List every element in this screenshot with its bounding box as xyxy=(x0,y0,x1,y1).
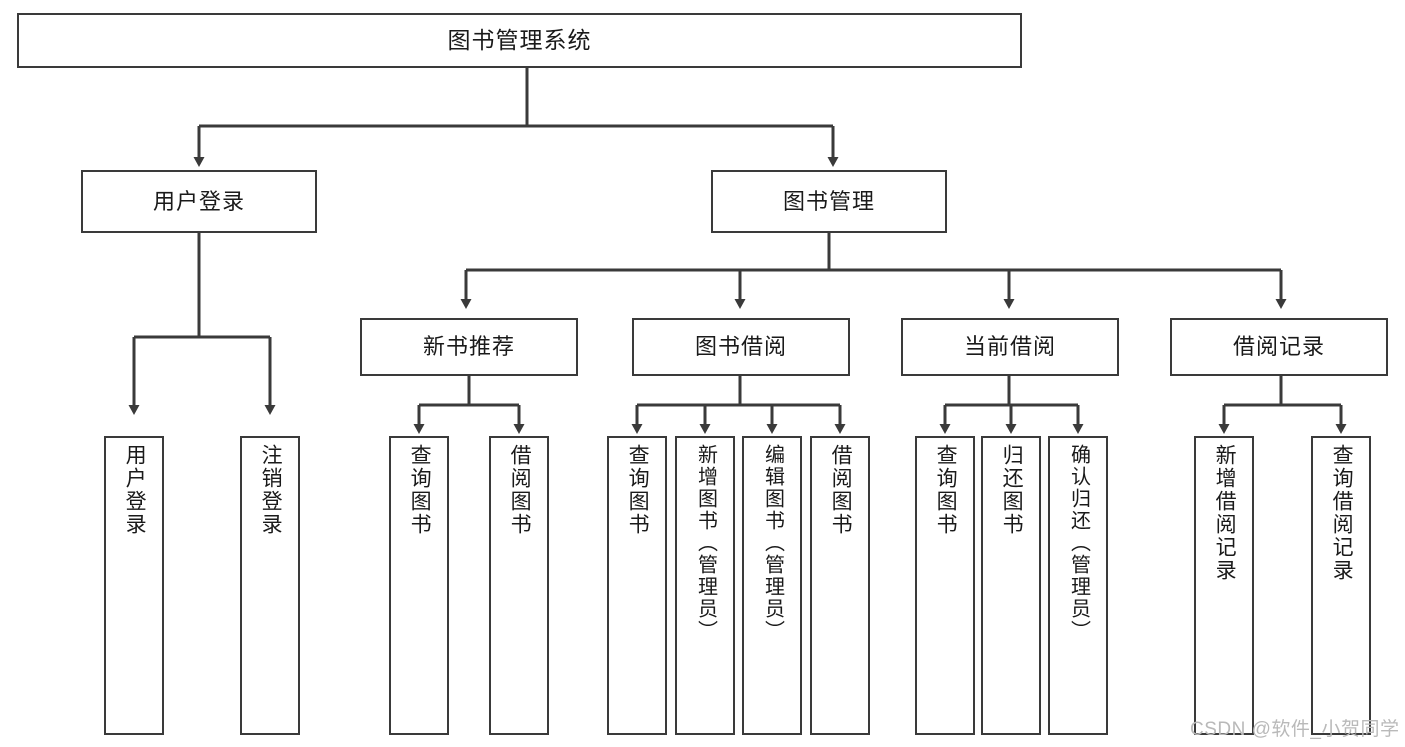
leaf-borrow-query-book[interactable]: 查询图书 xyxy=(607,436,667,735)
node-label: 图书借阅 xyxy=(694,334,787,360)
node-book-management[interactable]: 图书管理 xyxy=(711,170,947,233)
node-label: 借阅记录 xyxy=(1232,334,1325,360)
node-label: 新增图书（管理员） xyxy=(694,444,717,642)
leaf-current-confirm-return-admin[interactable]: 确认归还（管理员） xyxy=(1048,436,1108,735)
node-label: 借阅图书 xyxy=(508,444,532,536)
leaf-borrow-add-book-admin[interactable]: 新增图书（管理员） xyxy=(675,436,735,735)
node-label: 查询图书 xyxy=(626,444,650,536)
leaf-current-query-book[interactable]: 查询图书 xyxy=(915,436,975,735)
leaf-recommend-query-book[interactable]: 查询图书 xyxy=(389,436,449,735)
node-label: 新增借阅记录 xyxy=(1213,444,1237,582)
leaf-record-add-borrow-record[interactable]: 新增借阅记录 xyxy=(1194,436,1254,735)
node-root-book-management-system[interactable]: 图书管理系统 xyxy=(17,13,1022,68)
node-current-borrow[interactable]: 当前借阅 xyxy=(901,318,1119,376)
node-label: 归还图书 xyxy=(1000,444,1024,536)
node-book-borrow[interactable]: 图书借阅 xyxy=(632,318,850,376)
leaf-user-login[interactable]: 用户登录 xyxy=(104,436,164,735)
node-label: 确认归还（管理员） xyxy=(1067,444,1090,642)
leaf-borrow-edit-book-admin[interactable]: 编辑图书（管理员） xyxy=(742,436,802,735)
node-label: 用户登录 xyxy=(152,188,245,214)
node-new-book-recommend[interactable]: 新书推荐 xyxy=(360,318,578,376)
node-label: 当前借阅 xyxy=(963,334,1056,360)
node-label: 查询借阅记录 xyxy=(1330,444,1354,582)
node-label: 用户登录 xyxy=(123,444,147,536)
node-label: 查询图书 xyxy=(934,444,958,536)
node-label: 编辑图书（管理员） xyxy=(761,444,784,642)
leaf-logout[interactable]: 注销登录 xyxy=(240,436,300,735)
leaf-recommend-borrow-book[interactable]: 借阅图书 xyxy=(489,436,549,735)
node-label: 图书管理 xyxy=(782,188,875,214)
leaf-record-query-borrow-record[interactable]: 查询借阅记录 xyxy=(1311,436,1371,735)
node-label: 注销登录 xyxy=(259,444,283,536)
leaf-borrow-borrow-book[interactable]: 借阅图书 xyxy=(810,436,870,735)
node-label: 新书推荐 xyxy=(422,334,515,360)
node-borrow-record[interactable]: 借阅记录 xyxy=(1170,318,1388,376)
node-label: 查询图书 xyxy=(408,444,432,536)
node-user-login[interactable]: 用户登录 xyxy=(81,170,317,233)
leaf-current-return-book[interactable]: 归还图书 xyxy=(981,436,1041,735)
node-label: 借阅图书 xyxy=(829,444,853,536)
node-label: 图书管理系统 xyxy=(447,26,592,53)
